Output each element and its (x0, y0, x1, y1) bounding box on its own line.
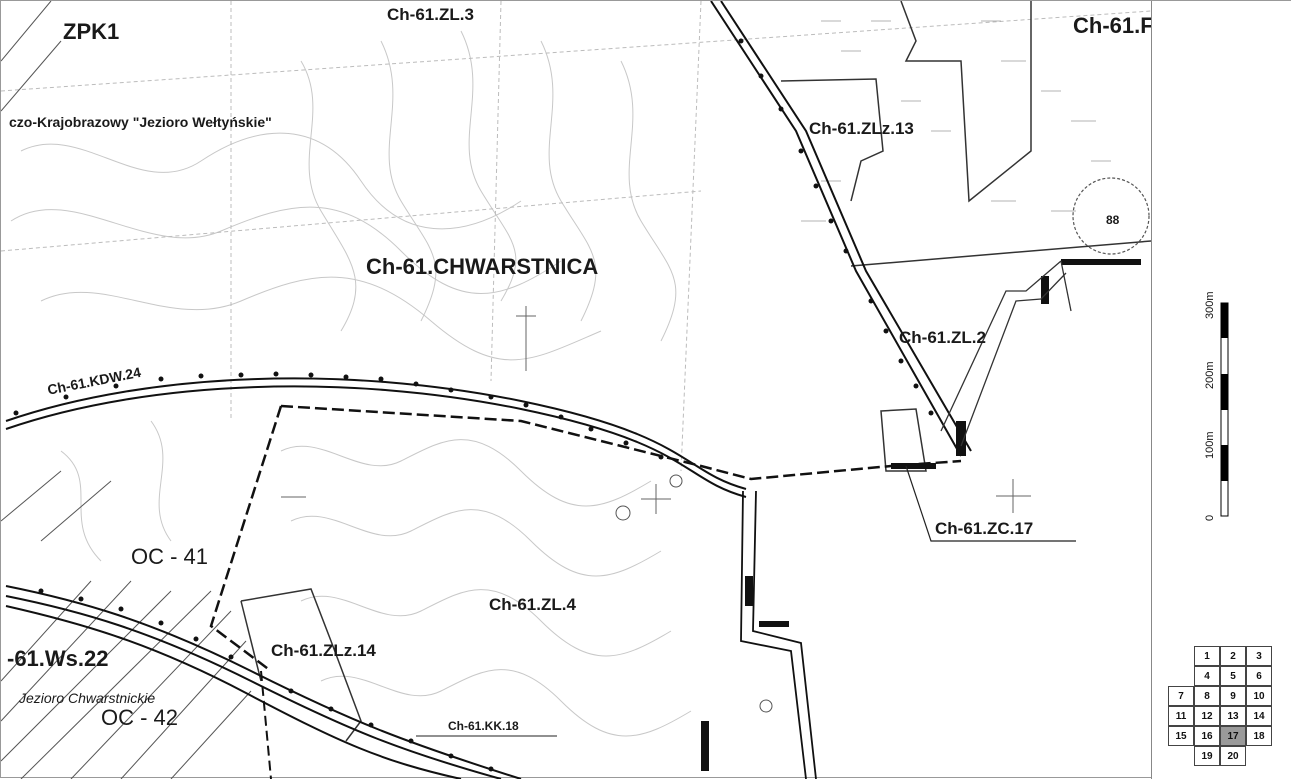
parcel-text-marks (801, 20, 1111, 222)
zone-label-zlz14: Ch-61.ZLz.14 (271, 641, 376, 660)
sheet-index-cell[interactable]: 8 (1194, 686, 1220, 706)
railway (5, 585, 522, 779)
sheet-index-cell[interactable]: 19 (1194, 746, 1220, 766)
zl2-parcel (940, 260, 1072, 447)
map-canvas[interactable] (1, 1, 1151, 779)
sheet-index-cell[interactable]: 14 (1246, 706, 1272, 726)
sheet-index-cell[interactable]: 9 (1220, 686, 1246, 706)
zone-label-top-right: Ch-61.F (1073, 13, 1154, 38)
sheet-index-cell[interactable]: 15 (1168, 726, 1194, 746)
sheet-index-cell[interactable]: 20 (1220, 746, 1246, 766)
dashed-boundary (209, 404, 962, 672)
sheet-index-cell[interactable]: 3 (1246, 646, 1272, 666)
railway-dots (38, 588, 494, 772)
survey-lines (1, 1, 1151, 472)
park-label: czo-Krajobrazowy "Jezioro Wełtyńskie" (9, 114, 272, 130)
zone-label-zl3: Ch-61.ZL.3 (387, 5, 474, 24)
vertical-road-blocks (701, 259, 1141, 771)
sheet-index-cell[interactable]: 10 (1246, 686, 1272, 706)
zone-label-zpk1: ZPK1 (63, 19, 120, 44)
sheet-index-cell[interactable]: 6 (1246, 666, 1272, 686)
sheet-index-cell[interactable]: 2 (1220, 646, 1246, 666)
main-road (710, 1, 972, 457)
road-label-kk18: Ch-61.KK.18 (448, 719, 519, 733)
sheet-index-cell[interactable]: 16 (1194, 726, 1220, 746)
scale-tick-200m: 200m (1204, 361, 1216, 389)
sheet-index-cell[interactable]: 18 (1246, 726, 1272, 746)
parcel-boundaries (240, 1, 1151, 742)
sheet-index-cell[interactable]: 11 (1168, 706, 1194, 726)
zone-label-zl2: Ch-61.ZL.2 (899, 328, 986, 347)
sheet-index-cell[interactable]: 4 (1194, 666, 1220, 686)
zone-label-zlz13: Ch-61.ZLz.13 (809, 119, 914, 138)
lake-label: Jezioro Chwarstnickie (19, 690, 156, 706)
zone-label-oc42: OC - 42 (101, 705, 179, 730)
sheet-index-cell[interactable]: 7 (1168, 686, 1194, 706)
area-label-chwarstnica: Ch-61.CHWARSTNICA (366, 254, 599, 279)
contour-lines (10, 30, 692, 737)
sheet-index-cell[interactable]: 17 (1220, 726, 1246, 746)
scale-tick-100m: 100m (1204, 431, 1216, 459)
sheet-index-cell[interactable]: 5 (1220, 666, 1246, 686)
zpk-hatch (1, 1, 62, 112)
sheet-index-cell[interactable]: 12 (1194, 706, 1220, 726)
main-road-dots (738, 38, 934, 416)
scale-tick-0: 0 (1204, 514, 1216, 521)
zone-label-oc41: OC - 41 (131, 544, 209, 569)
lake-hatch (1, 470, 252, 779)
zc17-leader (905, 465, 1076, 542)
railway-dash (260, 670, 272, 779)
zone-label-zc17: Ch-61.ZC.17 (935, 519, 1034, 538)
sheet-index-cell[interactable]: 13 (1220, 706, 1246, 726)
vertical-road (740, 490, 817, 779)
scale-bar (1220, 302, 1229, 517)
sheet-index-cell[interactable]: 1 (1194, 646, 1220, 666)
scale-tick-300m: 300m (1204, 291, 1216, 319)
cross-markers (281, 306, 1031, 514)
kdw-road-dots (13, 371, 664, 460)
zone-label-zl4: Ch-61.ZL.4 (489, 595, 576, 614)
kdw-road (5, 377, 747, 498)
number-label-88: 88 (1106, 213, 1120, 227)
zone-label-ws22: -61.Ws.22 (7, 646, 109, 671)
